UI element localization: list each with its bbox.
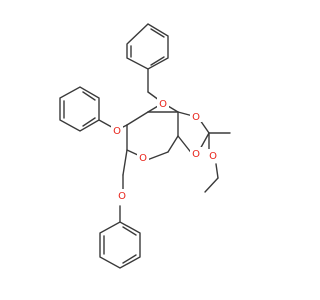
molecule-structure: O O O O O O O [59,23,231,269]
atom-o-pyran-ring: O [137,151,149,164]
svg-text:O: O [113,126,121,137]
svg-text:O: O [139,153,147,164]
atom-o-ethoxy: O [207,149,219,162]
ethoxy-group [204,132,219,193]
benzene-ring-top [126,23,169,70]
benzene-ring-bottom [99,221,141,269]
atom-o-dioxolane-upper: O [190,110,202,123]
atom-o-benzyl-middle: O [111,124,123,137]
svg-text:O: O [192,112,200,123]
atom-o-benzyl-bottom: O [116,189,128,202]
svg-text:O: O [209,151,217,162]
svg-text:O: O [118,191,126,202]
benzene-ring-middle [59,86,100,132]
svg-text:O: O [159,99,167,110]
atom-o-dioxolane-lower: O [190,147,202,160]
svg-text:O: O [192,149,200,160]
atom-o-benzyl-top: O [157,97,169,110]
benzyloxymethyl-chain [119,149,128,223]
